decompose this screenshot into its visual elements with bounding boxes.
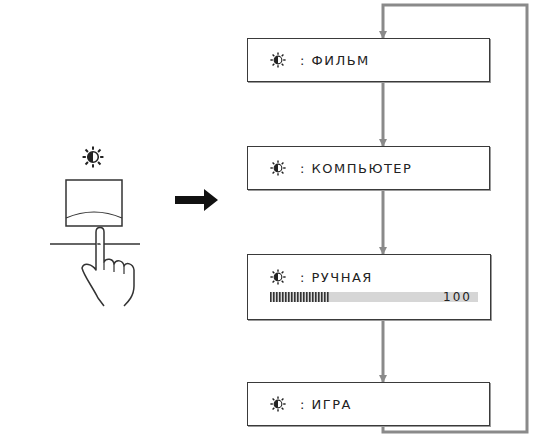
mode-box: : ИГРА bbox=[247, 382, 490, 426]
mode-box: : ФИЛЬМ bbox=[247, 38, 490, 82]
brightness-icon bbox=[83, 147, 104, 168]
brightness-icon bbox=[270, 396, 286, 412]
button-edge bbox=[66, 212, 122, 218]
mode-row: : ИГРА bbox=[270, 396, 479, 412]
brightness-icon bbox=[270, 269, 286, 285]
flow-arrow bbox=[382, 82, 385, 146]
level-bar: 100 bbox=[270, 291, 478, 303]
flow-arrow bbox=[382, 190, 385, 254]
right-arrow bbox=[175, 189, 218, 211]
mode-row: : РУЧНАЯ bbox=[270, 269, 480, 285]
level-value: 100 bbox=[443, 289, 472, 305]
mode-row: : КОМПЬЮТЕР bbox=[270, 160, 479, 176]
button bbox=[66, 180, 122, 226]
mode-box: : РУЧНАЯ 100 bbox=[247, 254, 491, 320]
mode-name: : РУЧНАЯ bbox=[300, 270, 373, 285]
mode-row: : ФИЛЬМ bbox=[270, 52, 479, 68]
mode-name: : КОМПЬЮТЕР bbox=[300, 161, 412, 176]
brightness-icon bbox=[270, 160, 286, 176]
flow-arrow bbox=[382, 320, 385, 382]
mode-name: : ИГРА bbox=[300, 397, 352, 412]
mode-box: : КОМПЬЮТЕР bbox=[247, 146, 490, 190]
finger-lines bbox=[104, 262, 124, 274]
mode-name: : ФИЛЬМ bbox=[300, 53, 370, 68]
panel-edge bbox=[50, 243, 140, 245]
pointing-hand bbox=[82, 228, 134, 307]
brightness-icon bbox=[270, 52, 286, 68]
